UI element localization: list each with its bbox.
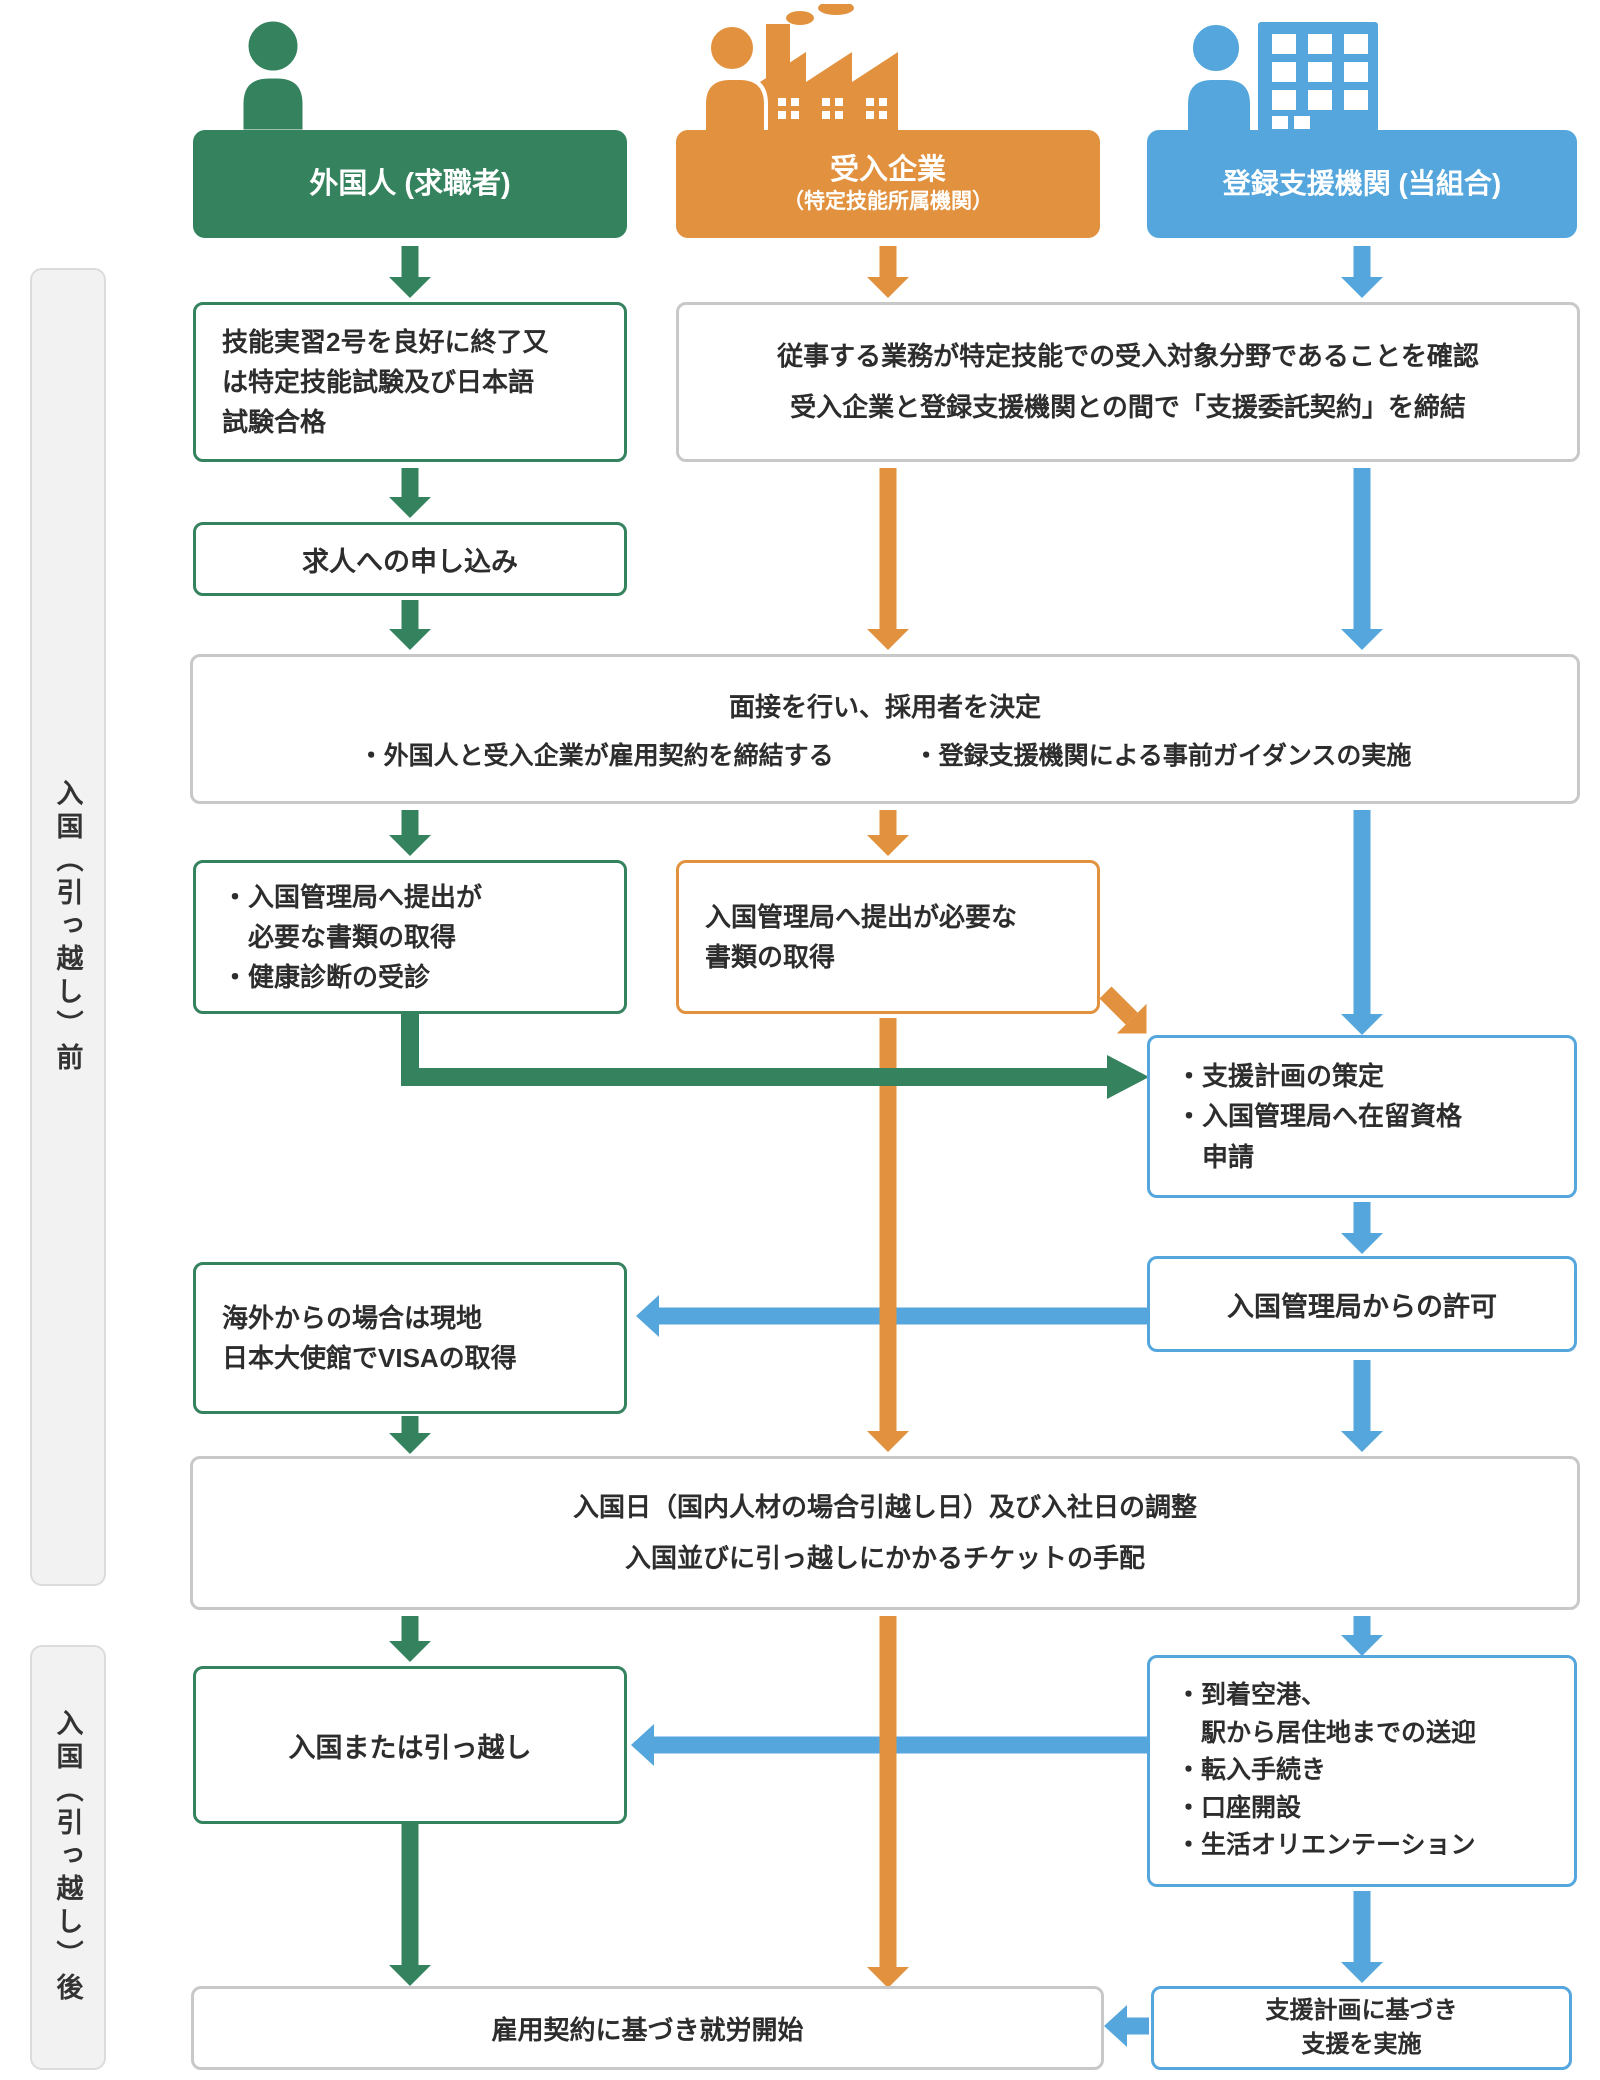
box-work-start: 雇用契約に基づき就労開始 [191, 1986, 1104, 2070]
lane-title-support: 登録支援機関 (当組合) [1222, 168, 1502, 200]
arrow-down-foreigner-1 [389, 246, 431, 298]
lane-subtitle-company: （特定技能所属機関） [783, 189, 993, 213]
lane-header-support: 登録支援機関 (当組合) [1147, 130, 1577, 238]
box-training-line2: は特定技能試験及び日本語 [222, 366, 535, 397]
box-support-execution: 支援計画に基づき 支援を実施 [1151, 1986, 1572, 2070]
arrow-left-support-to-move [631, 1723, 1147, 1767]
box-confirm-line2: 受入企業と登録支援機関との間で「支援委託契約」を締結 [790, 392, 1466, 422]
lane-header-foreigner: 外国人 (求職者) [193, 130, 627, 238]
arrow-down-company-long-2 [867, 1616, 909, 1988]
box-support-plan: ・支援計画の策定 ・入国管理局へ在留資格 申請 [1147, 1035, 1577, 1198]
box-immigration-permit-label: 入国管理局からの許可 [1227, 1291, 1497, 1322]
arrow-left-support-to-work [1104, 2004, 1149, 2048]
arrow-down-support-4 [1341, 1202, 1383, 1254]
arrow-down-company-long-1 [867, 1018, 909, 1452]
lane-title-company: 受入企業 [829, 153, 946, 186]
box-training-completion: 技能実習2号を良好に終了又 は特定技能試験及び日本語 試験合格 [193, 302, 627, 462]
arrow-down-company-2 [867, 468, 909, 650]
arrow-left-permit-to-visa [636, 1294, 1147, 1338]
box-entry-or-move: 入国または引っ越し [193, 1666, 627, 1824]
box-work-start-label: 雇用契約に基づき就労開始 [491, 2014, 804, 2045]
box-training-line3: 試験合格 [222, 407, 327, 438]
box-arrival-support-line4: ・口座開設 [1176, 1793, 1302, 1822]
box-visa-acquisition: 海外からの場合は現地 日本大使館でVISAの取得 [193, 1262, 627, 1414]
arrow-down-support-5 [1341, 1360, 1383, 1452]
arrow-down-foreigner-6 [389, 1616, 431, 1662]
arrow-down-company-1 [867, 246, 909, 298]
phase-label-before: 入国（引っ越し）前 [52, 778, 83, 1076]
box-arrival-support: ・到着空港、 駅から居住地までの送迎 ・転入手続き ・口座開設 ・生活オリエンテ… [1147, 1655, 1577, 1887]
box-entry-schedule-line1: 入国日（国内人材の場合引越し日）及び入社日の調整 [572, 1492, 1197, 1523]
arrow-down-support-1 [1341, 246, 1383, 298]
phase-panel-before-entry: 入国（引っ越し）前 [30, 268, 106, 1586]
box-arrival-support-line5: ・生活オリエンテーション [1176, 1831, 1476, 1860]
arrow-down-foreigner-2 [389, 468, 431, 518]
arrow-down-foreigner-7 [389, 1824, 431, 1986]
box-docs-company-line1: 入国管理局へ提出が必要な [705, 901, 1018, 932]
box-interview-bullet1: ・外国人と受入企業が雇用契約を締結する [358, 741, 834, 770]
arrow-down-support-2 [1341, 468, 1383, 650]
box-confirm-field-contract: 従事する業務が特定技能での受入対象分野であることを確認 受入企業と登録支援機関と… [676, 302, 1580, 462]
box-docs-foreigner-line1: ・入国管理局へ提出が [222, 881, 483, 912]
box-visa-line1: 海外からの場合は現地 [222, 1302, 483, 1333]
box-training-line1: 技能実習2号を良好に終了又 [222, 326, 549, 357]
box-job-application: 求人への申し込み [193, 522, 627, 596]
box-support-plan-line1: ・支援計画の策定 [1176, 1061, 1385, 1092]
box-docs-foreigner: ・入国管理局へ提出が 必要な書類の取得 ・健康診断の受診 [193, 860, 627, 1014]
box-interview-bullet2: ・登録支援機関による事前ガイダンスの実施 [913, 741, 1412, 770]
arrow-down-support-7 [1341, 1891, 1383, 1983]
box-support-plan-line2: ・入国管理局へ在留資格 [1176, 1101, 1463, 1132]
elbow-foreigner-to-plan-horizontal [401, 1068, 1107, 1086]
box-docs-company-line2: 書類の取得 [705, 942, 836, 972]
lane-header-company: 受入企業 （特定技能所属機関） [676, 130, 1100, 238]
box-docs-company: 入国管理局へ提出が必要な 書類の取得 [676, 860, 1100, 1014]
box-docs-foreigner-line3: ・健康診断の受診 [222, 962, 431, 993]
person-building-icon [1184, 21, 1378, 132]
box-job-application-label: 求人への申し込み [302, 546, 518, 577]
box-entry-or-move-label: 入国または引っ越し [288, 1732, 532, 1763]
box-support-execution-line1: 支援計画に基づき [1265, 1997, 1458, 2025]
box-support-plan-line3: 申請 [1176, 1141, 1255, 1172]
arrow-down-foreigner-4 [389, 810, 431, 856]
arrow-down-foreigner-3 [389, 600, 431, 650]
box-arrival-support-line2: 駅から居住地までの送迎 [1176, 1718, 1477, 1747]
box-visa-line2: 日本大使館でVISAの取得 [222, 1343, 517, 1373]
lane-title-foreigner: 外国人 (求職者) [309, 167, 511, 200]
box-entry-schedule: 入国日（国内人材の場合引越し日）及び入社日の調整 入国並びに引っ越しにかかるチケ… [190, 1456, 1580, 1610]
box-support-execution-line2: 支援を実施 [1301, 2031, 1422, 2058]
box-arrival-support-line3: ・転入手続き [1176, 1756, 1327, 1785]
box-entry-schedule-line2: 入国並びに引っ越しにかかるチケットの手配 [624, 1543, 1145, 1573]
person-icon [238, 16, 308, 132]
phase-panel-after-entry: 入国（引っ越し）後 [30, 1645, 106, 2070]
box-confirm-line1: 従事する業務が特定技能での受入対象分野であることを確認 [777, 341, 1479, 372]
box-interview-title: 面接を行い、採用者を決定 [728, 691, 1041, 722]
arrow-down-support-3 [1341, 810, 1383, 1035]
phase-label-after: 入国（引っ越し）後 [52, 1709, 83, 2006]
box-immigration-permit: 入国管理局からの許可 [1147, 1256, 1577, 1352]
box-docs-foreigner-line2: 必要な書類の取得 [222, 921, 457, 952]
arrow-down-company-3 [867, 810, 909, 856]
arrow-down-support-6 [1341, 1616, 1383, 1656]
arrow-down-foreigner-5 [389, 1416, 431, 1454]
person-factory-icon [702, 4, 898, 132]
elbow-foreigner-to-plan-arrowhead [1107, 1055, 1149, 1099]
box-interview: 面接を行い、採用者を決定 ・外国人と受入企業が雇用契約を締結する ・登録支援機関… [190, 654, 1580, 804]
box-arrival-support-line1: ・到着空港、 [1176, 1681, 1327, 1710]
